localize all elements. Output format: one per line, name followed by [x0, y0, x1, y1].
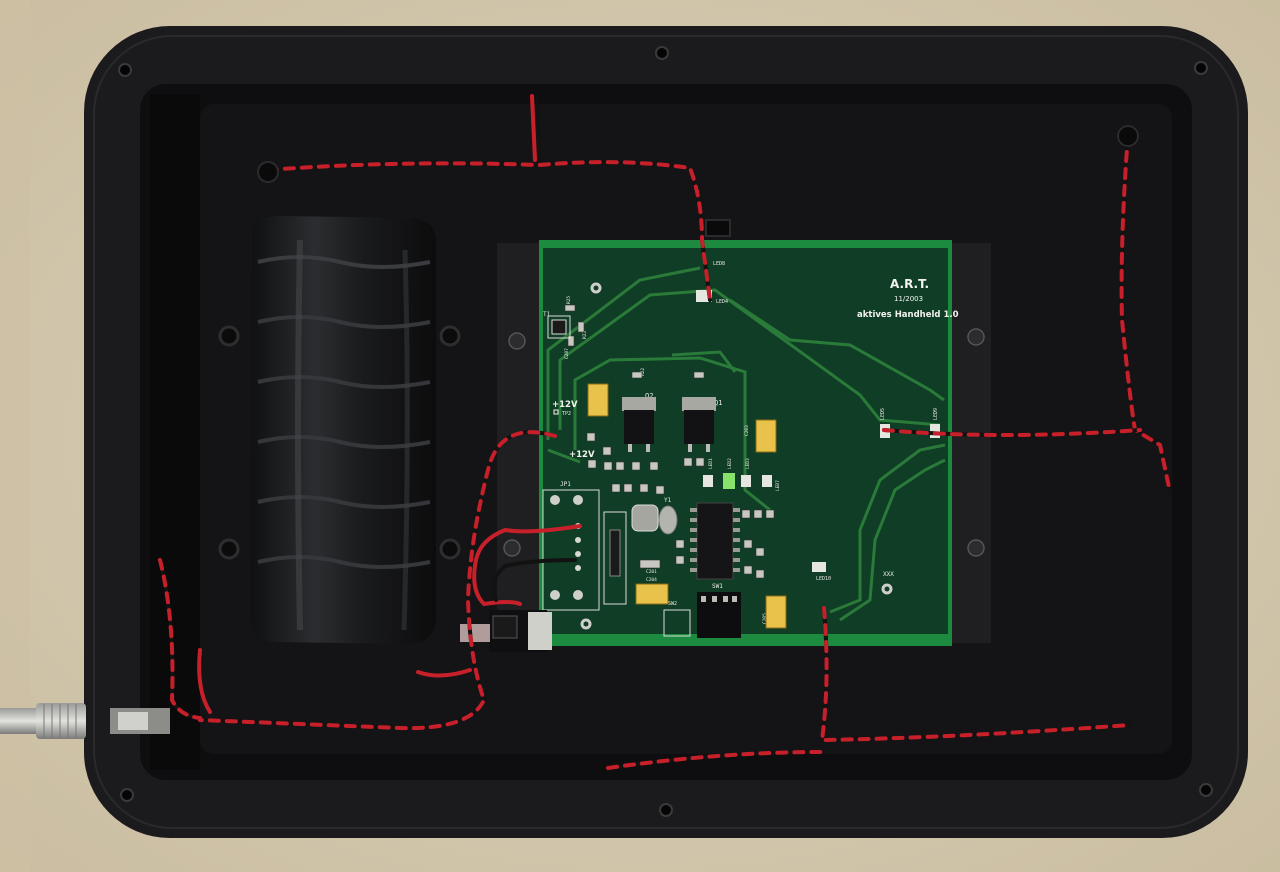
label-c204: C204 [646, 577, 657, 583]
crystal-y1 [631, 504, 678, 535]
pcb: A.R.T. 11/2003 aktives Handheld 1.0 +12V… [539, 240, 959, 646]
label-xxx: XXX [883, 571, 894, 578]
mosfet-q2 [622, 397, 656, 452]
label-led10: LED10 [816, 576, 831, 582]
board-date: 11/2003 [894, 295, 923, 303]
label-y1: Y1 [664, 497, 672, 504]
battery-mounting-posts [218, 325, 461, 560]
switch-sw1 [697, 592, 741, 638]
label-c201: C201 [646, 569, 657, 575]
transistor-t1 [547, 315, 571, 339]
label-c203: C203 [744, 425, 750, 436]
pcb-screws [503, 328, 985, 557]
label-led9: LED9 [933, 408, 939, 420]
power-label-2: +12V [569, 450, 595, 460]
label-led2: LED2 [727, 458, 733, 469]
diode [603, 511, 627, 605]
smd-resistors [564, 304, 775, 579]
label-led8: LED8 [713, 261, 725, 267]
ic-dip [690, 502, 740, 580]
jp1-outline [542, 489, 600, 611]
pcb-traces [546, 266, 946, 622]
flange-screw-holes [118, 46, 1213, 817]
label-r25: R25 [566, 296, 572, 304]
battery-pack [250, 216, 437, 644]
wire-grommets [257, 125, 1139, 237]
tp-label: TP2 [562, 411, 571, 417]
label-sw2: SW2 [668, 601, 677, 607]
label-jp1: JP1 [560, 481, 571, 488]
tantalum-capacitors [587, 383, 787, 629]
label-q2: Q2 [645, 392, 653, 400]
label-led4: LED4 [716, 299, 728, 305]
board-product: aktives Handheld 1.0 [857, 310, 959, 320]
power-label-1: +12V [552, 400, 578, 410]
label-led5: LED5 [880, 408, 886, 420]
label-sw1: SW1 [712, 583, 723, 590]
switch-sw2 [663, 609, 691, 637]
mosfet-q1 [682, 397, 716, 452]
label-led3: LED3 [745, 458, 751, 469]
label-c205: C205 [762, 613, 768, 624]
voltage-regulator [460, 610, 552, 652]
label-led1: LED1 [708, 458, 714, 469]
jp1-holes [550, 495, 583, 600]
label-led7: LED7 [775, 480, 781, 491]
board-brand: A.R.T. [890, 277, 929, 291]
label-c207: C207 [564, 348, 570, 359]
twisted-wires [158, 94, 1172, 770]
label-q1: Q1 [714, 399, 722, 407]
power-connector [0, 703, 170, 739]
label-r22: R22 [640, 368, 646, 376]
label-t1: T1 [543, 311, 551, 318]
label-r23: R23 [582, 331, 588, 339]
